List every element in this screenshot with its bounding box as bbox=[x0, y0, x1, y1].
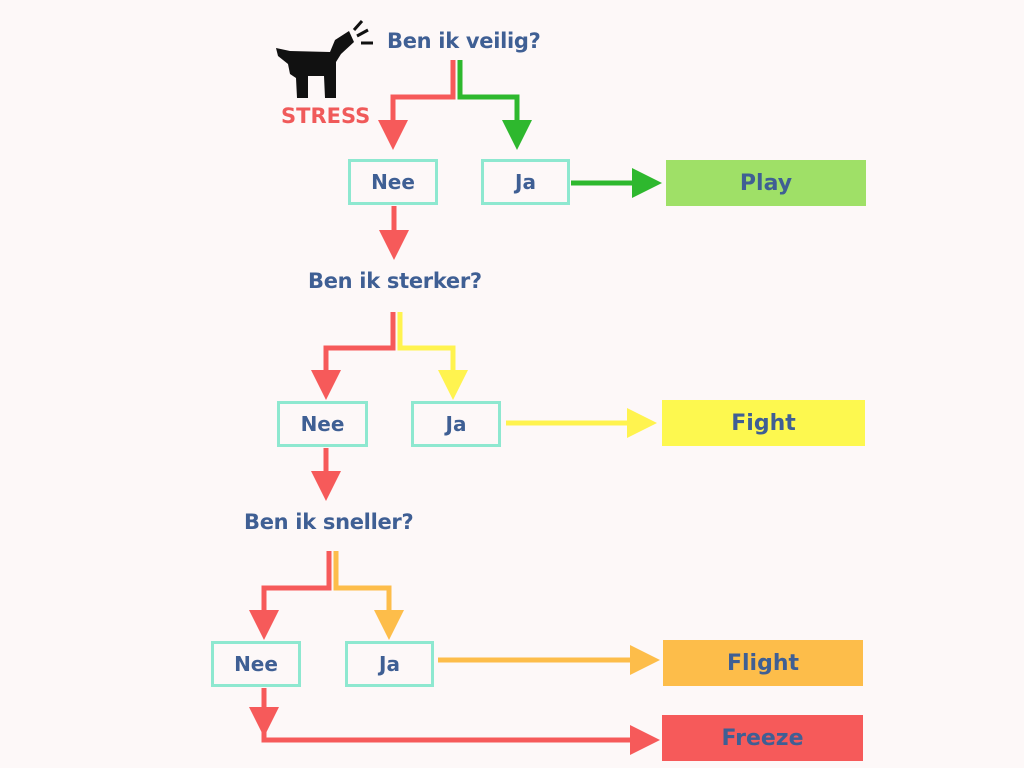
answer-ja-1: Ja bbox=[481, 159, 570, 205]
answer-ja-label: Ja bbox=[445, 412, 467, 436]
outcome-freeze: Freeze bbox=[662, 715, 863, 761]
answer-nee-label: Nee bbox=[300, 412, 345, 436]
question-veilig: Ben ik veilig? bbox=[387, 29, 541, 53]
barking-dog-icon bbox=[276, 20, 373, 98]
stress-label: STRESS bbox=[281, 104, 371, 128]
answer-nee-2: Nee bbox=[277, 401, 368, 447]
question-sterker: Ben ik sterker? bbox=[308, 269, 482, 293]
answer-ja-label: Ja bbox=[515, 170, 536, 194]
outcome-play: Play bbox=[666, 160, 866, 206]
arrow-q1-ja bbox=[457, 60, 532, 150]
arrow-nee-freeze bbox=[261, 688, 660, 755]
arrow-q1-nee bbox=[378, 60, 456, 150]
answer-ja-label: Ja bbox=[379, 652, 400, 676]
outcome-fight: Fight bbox=[662, 400, 865, 446]
arrow-q3-ja bbox=[333, 551, 404, 640]
answer-nee-3: Nee bbox=[211, 641, 301, 687]
answer-nee-label: Nee bbox=[371, 170, 415, 194]
answer-nee-1: Nee bbox=[348, 159, 438, 205]
answer-nee-label: Nee bbox=[234, 652, 278, 676]
answer-ja-2: Ja bbox=[411, 401, 501, 447]
arrow-q2-ja bbox=[397, 312, 468, 400]
question-sneller: Ben ik sneller? bbox=[244, 510, 414, 534]
answer-ja-3: Ja bbox=[345, 641, 434, 687]
outcome-flight: Flight bbox=[663, 640, 863, 686]
arrow-q3-nee bbox=[249, 551, 332, 640]
arrow-q2-nee bbox=[311, 312, 396, 400]
